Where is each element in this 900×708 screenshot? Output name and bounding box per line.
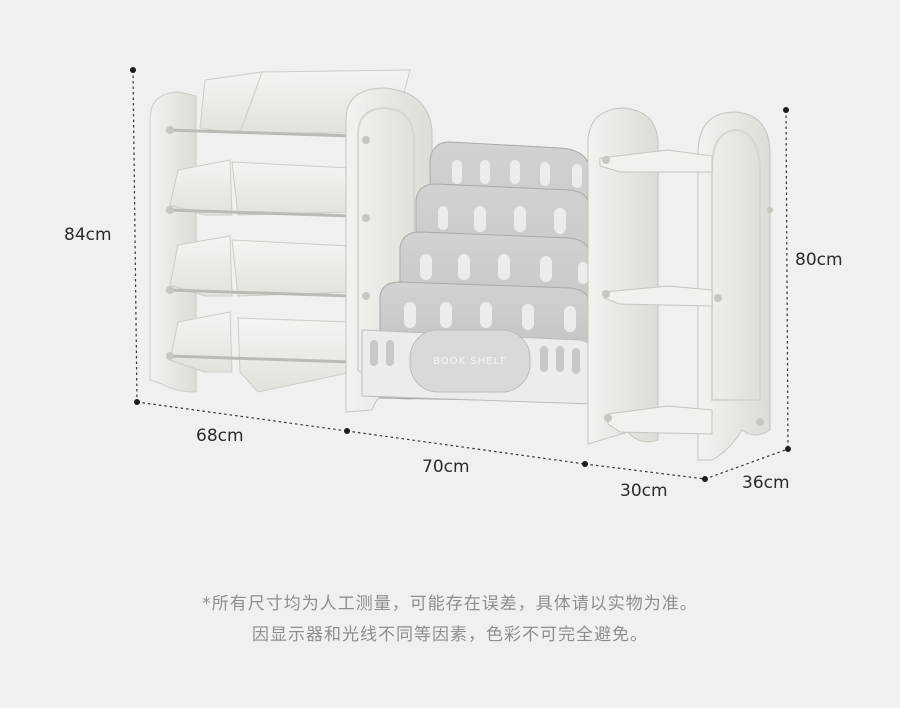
height-left-label: 84cm bbox=[64, 225, 112, 245]
book-rack: BOOK SHELF bbox=[361, 141, 593, 405]
dimension-dots bbox=[130, 67, 791, 482]
book-shelf-label-text: BOOK SHELF bbox=[433, 356, 507, 367]
width-left-label: 68cm bbox=[196, 426, 244, 446]
disclaimer-line-2: 因显示器和光线不同等因素，色彩不可完全避免。 bbox=[252, 625, 648, 645]
width-middle-label: 70cm bbox=[422, 457, 470, 477]
width-right-label: 30cm bbox=[620, 481, 668, 501]
dimension-lines bbox=[132, 69, 789, 480]
book-shelf-label-plate bbox=[409, 329, 531, 393]
disclaimer-line-1: *所有尺寸均为人工测量，可能存在误差，具体请以实物为准。 bbox=[202, 594, 698, 614]
height-right-label: 80cm bbox=[795, 250, 843, 270]
side-shelf bbox=[587, 107, 773, 461]
depth-right-label: 36cm bbox=[742, 473, 790, 493]
